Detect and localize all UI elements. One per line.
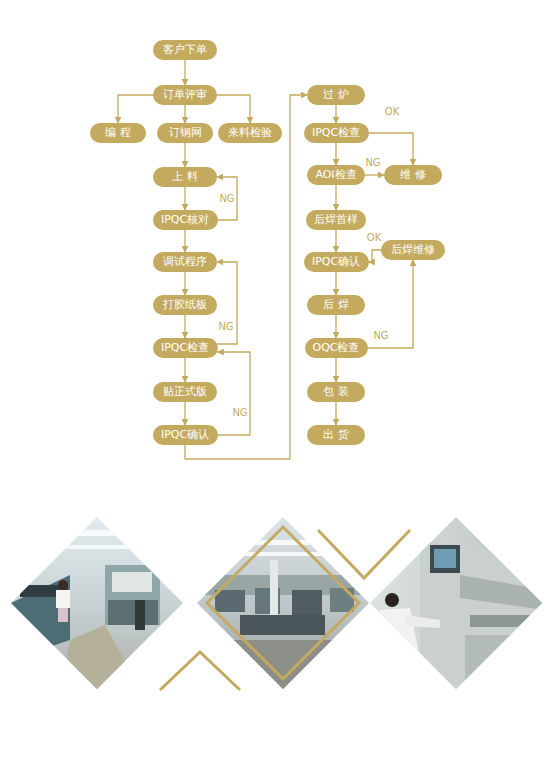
flow-arrow <box>184 315 185 338</box>
box-text: 贴正式版 <box>163 385 207 398</box>
box-text: IPQC检查 <box>312 126 360 139</box>
flow-arrow <box>184 358 185 382</box>
flow-arrow <box>118 95 153 123</box>
flow-arrow <box>335 105 336 123</box>
process-box: 维 修 <box>384 165 442 185</box>
edge-label: NG <box>217 321 234 333</box>
flow-arrow <box>335 143 336 165</box>
box-text: 客户下单 <box>163 43 207 56</box>
box-text: 后焊维修 <box>391 243 435 256</box>
flow-arrow <box>184 105 185 123</box>
flow-arrow <box>218 352 251 435</box>
box-text: IPQC检查 <box>161 341 209 354</box>
flow-arrow <box>365 174 384 175</box>
process-box: 订单评审 <box>153 85 217 105</box>
flow-arrow <box>217 95 250 123</box>
flow-arrow <box>369 250 382 262</box>
process-box: IPQC确认 <box>153 425 218 445</box>
flow-arrow <box>184 143 185 167</box>
process-box: 包 装 <box>307 382 365 402</box>
box-text: AOI检查 <box>315 168 356 181</box>
box-text: 后焊首样 <box>314 213 358 226</box>
process-box: AOI检查 <box>307 165 365 185</box>
process-box: 订钢网 <box>157 123 213 143</box>
process-box: 后焊首样 <box>306 210 366 230</box>
box-text: 订单评审 <box>163 88 207 101</box>
process-box: IPQC检查 <box>304 123 369 143</box>
process-box: 后 焊 <box>307 295 365 315</box>
process-box: 来料检验 <box>218 123 282 143</box>
box-text: IPQC核对 <box>161 213 209 226</box>
box-text: 过 炉 <box>323 88 349 101</box>
process-box: 客户下单 <box>153 40 217 60</box>
process-box: OQC检查 <box>305 338 368 358</box>
flow-arrow <box>368 260 414 348</box>
process-box: 上 料 <box>153 167 217 187</box>
box-text: 上 料 <box>172 170 198 183</box>
edge-label: OK <box>384 106 400 118</box>
process-box: IPQC核对 <box>153 210 218 230</box>
process-box: 贴正式版 <box>153 382 217 402</box>
flow-arrow <box>335 315 336 338</box>
flow-arrow <box>217 262 237 344</box>
photo-machine <box>365 510 547 695</box>
process-box: 过 炉 <box>307 85 365 105</box>
box-text: 出 货 <box>323 428 349 441</box>
process-box: 调试程序 <box>153 252 217 272</box>
box-text: 订钢网 <box>169 126 202 139</box>
flow-arrow <box>185 95 307 459</box>
photo-line <box>0 510 190 695</box>
flow-arrow <box>184 230 185 252</box>
process-box: IPQC确认 <box>304 252 369 272</box>
flow-arrow <box>335 358 336 382</box>
process-box: IPQC检查 <box>153 338 218 358</box>
box-text: 打胶纸板 <box>163 298 207 311</box>
flow-arrow <box>184 60 185 85</box>
box-text: IPQC确认 <box>161 428 209 441</box>
box-text: 包 装 <box>323 385 349 398</box>
process-box: 编 程 <box>90 123 146 143</box>
edge-label: OK <box>366 232 382 244</box>
flow-arrow <box>335 272 336 295</box>
edge-label: NG <box>231 407 248 419</box>
process-box: 打胶纸板 <box>153 295 217 315</box>
flow-arrow <box>184 187 185 210</box>
edge-label: NG <box>372 330 389 342</box>
box-text: 调试程序 <box>163 255 207 268</box>
flow-arrow <box>335 402 336 425</box>
flow-arrow <box>335 230 336 252</box>
box-text: IPQC确认 <box>312 255 360 268</box>
process-box: 后焊维修 <box>381 240 445 260</box>
edge-label: NG <box>364 157 381 169</box>
flow-arrow <box>184 402 185 425</box>
box-text: 来料检验 <box>228 126 272 139</box>
box-text: 维 修 <box>400 168 426 181</box>
flow-arrow <box>217 177 237 220</box>
box-text: 后 焊 <box>323 298 349 311</box>
process-box: 出 货 <box>307 425 365 445</box>
edge-label: NG <box>218 193 235 205</box>
flow-arrow <box>335 185 336 210</box>
photo-workshop <box>190 510 380 695</box>
gold-frame-lines <box>160 527 410 690</box>
box-text: OQC检查 <box>313 341 360 354</box>
flow-arrow <box>184 272 185 295</box>
box-text: 编 程 <box>105 126 131 139</box>
